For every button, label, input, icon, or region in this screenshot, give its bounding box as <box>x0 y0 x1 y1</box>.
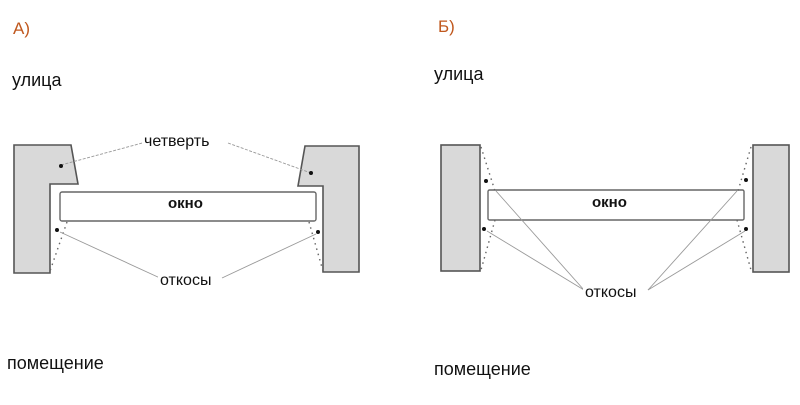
panel-a-reveal-marker-right <box>316 230 320 234</box>
panel-b-reveal-marker-left-top <box>484 179 488 183</box>
panel-a-quarter-marker-left <box>59 164 63 168</box>
panel-b-reveal-marker-left-bottom <box>482 227 486 231</box>
panel-a-quarter-label: четверть <box>142 133 212 151</box>
panel-b-outside-label: улица <box>434 64 484 84</box>
panel-a-drawing <box>13 141 360 279</box>
panel-b-reveals-label: откосы <box>583 284 639 302</box>
panel-a-quarter-marker-right <box>309 171 313 175</box>
panel-a-window <box>59 191 317 222</box>
panel-a-right-wall <box>297 145 360 273</box>
panel-a-reveal-marker-left <box>55 228 59 232</box>
panel-a-left-wall <box>13 144 79 274</box>
panel-b-label: Б) <box>438 17 455 36</box>
panel-a-window-label: окно <box>168 195 203 212</box>
panel-b-drawing <box>440 144 790 291</box>
panel-b-reveal-marker-right-bottom <box>744 227 748 231</box>
panel-a-reveals-label: откосы <box>158 272 214 290</box>
panel-b-window-label: окно <box>592 194 627 211</box>
panel-a-label: А) <box>13 19 30 38</box>
panel-b-right-wall <box>752 144 790 273</box>
panel-b-inside-label: помещение <box>434 359 531 379</box>
panel-b-window <box>487 189 745 221</box>
panel-b-reveal-marker-right-top <box>744 178 748 182</box>
panel-b-left-wall <box>440 144 481 272</box>
panel-a-inside-label: помещение <box>7 353 104 373</box>
panel-a-outside-label: улица <box>12 70 62 90</box>
